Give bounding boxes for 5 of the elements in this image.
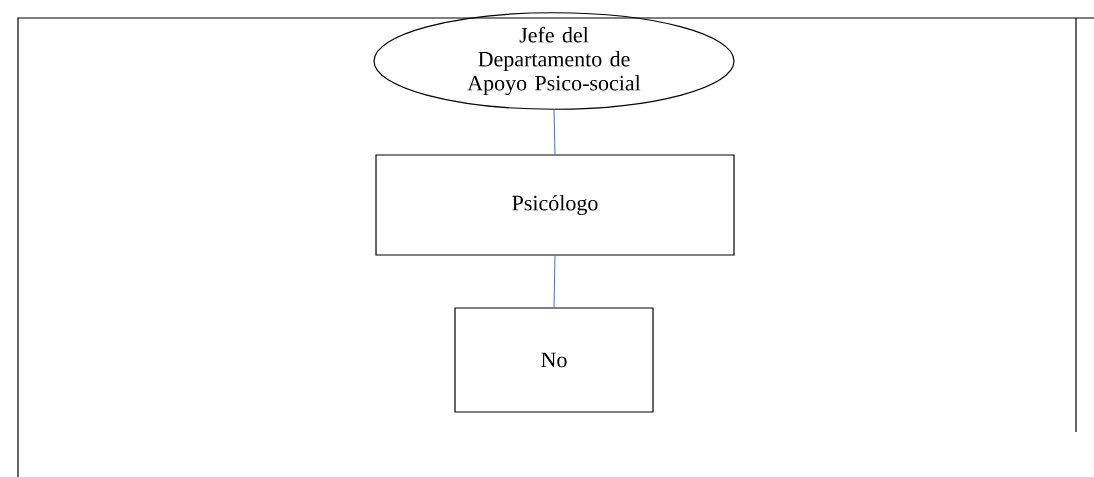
process-box: No (454, 307, 654, 413)
process-box: Psicólogo (375, 154, 735, 256)
connector-line (553, 255, 556, 308)
oval-node: Jefe del Departamento de Apoyo Psico-social (373, 12, 735, 110)
connector-line (553, 109, 556, 155)
